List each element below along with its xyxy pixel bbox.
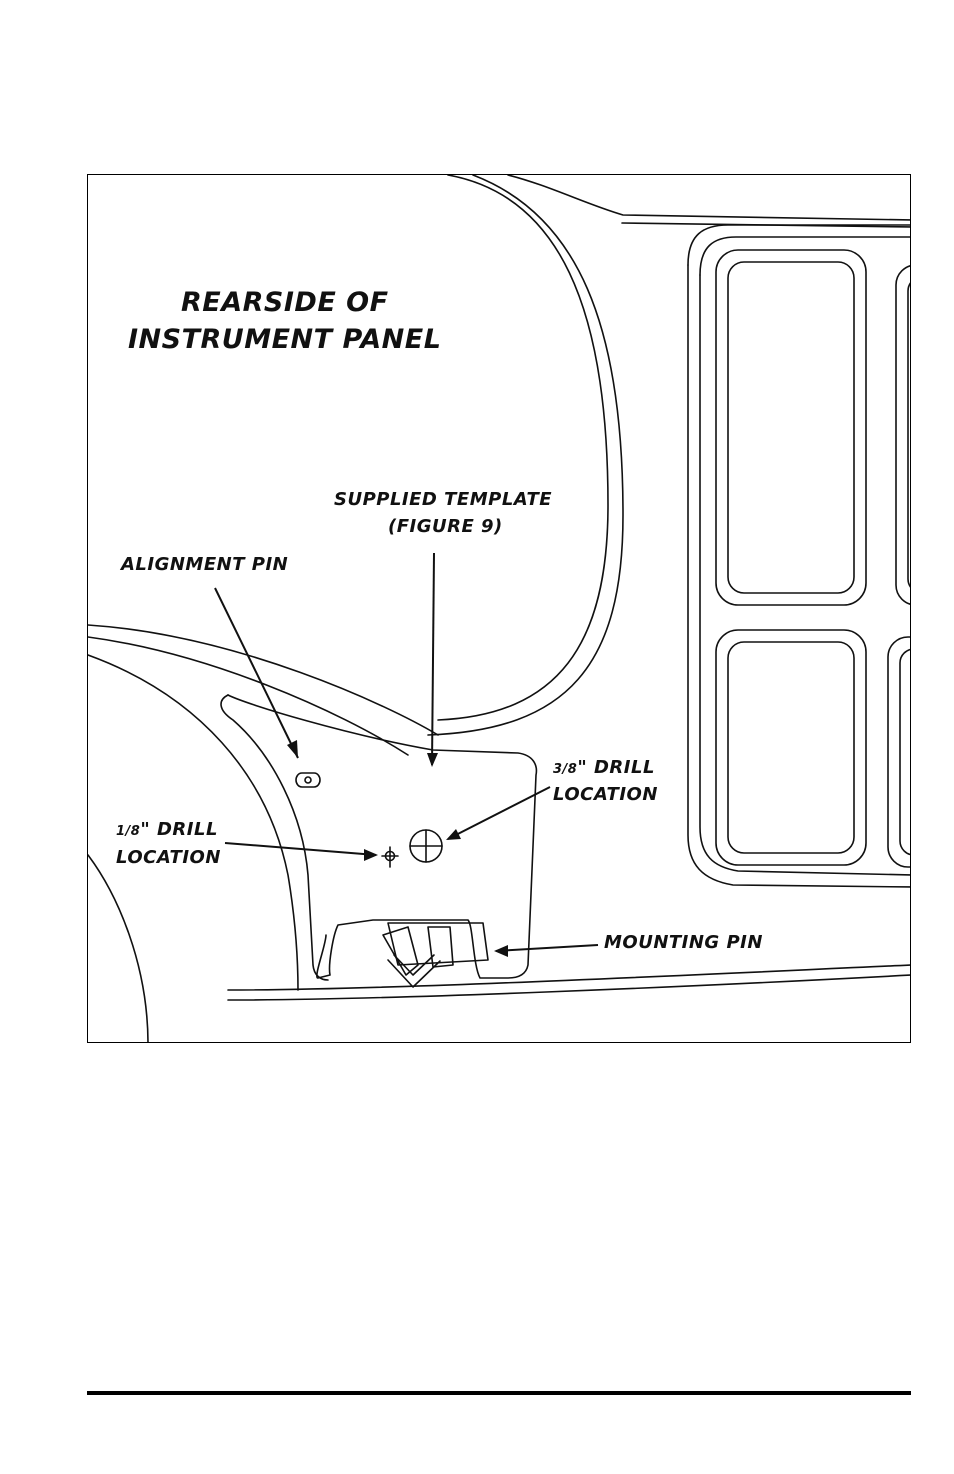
alignment-pin-label: ALIGNMENT PIN: [121, 555, 288, 575]
drill-large-label: 3/8" DRILL: [553, 758, 655, 778]
drill-large-text: " DRILL: [577, 757, 655, 778]
drill-small-label: 1/8" DRILL: [116, 820, 218, 840]
title-line-1: REARSIDE OF: [181, 288, 389, 318]
page-footer-rule: [87, 1391, 911, 1395]
template-label-line-2: (FIGURE 9): [388, 517, 503, 537]
instrument-panel-figure: REARSIDE OF INSTRUMENT PANEL SUPPLIED TE…: [87, 174, 911, 1043]
template-label-line-1: SUPPLIED TEMPLATE: [334, 490, 552, 510]
title-line-2: INSTRUMENT PANEL: [128, 325, 441, 355]
drill-small-fraction: 1/8: [116, 824, 140, 839]
drill-small-location: LOCATION: [116, 848, 221, 868]
drill-large-location: LOCATION: [553, 785, 658, 805]
drill-large-fraction: 3/8: [553, 762, 577, 777]
mounting-pin-label: MOUNTING PIN: [604, 933, 763, 953]
drill-small-text: " DRILL: [140, 819, 218, 840]
